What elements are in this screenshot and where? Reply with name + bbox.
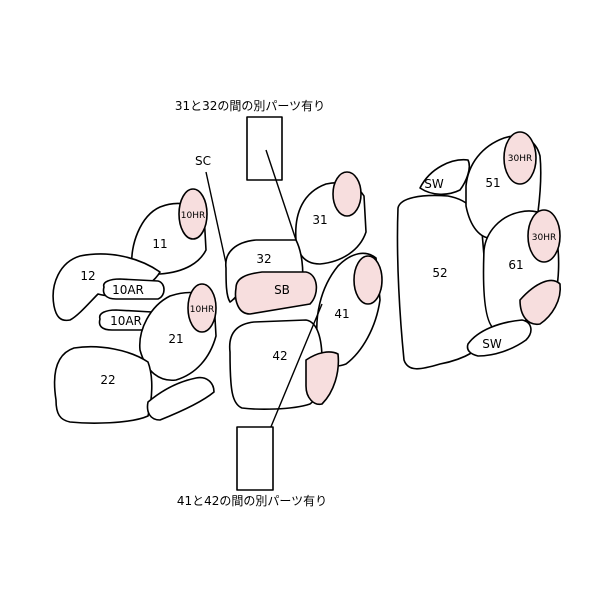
label-sc: SC [195, 154, 211, 168]
label-sw-top: SW [424, 177, 444, 191]
label-51: 51 [485, 176, 500, 190]
separate-part-box-bottom [236, 426, 274, 491]
label-21: 21 [168, 332, 183, 346]
label-10ar-top: 10AR [112, 283, 144, 297]
leader-line-top [265, 149, 301, 253]
part-61-side [519, 279, 562, 325]
part-10hr-top [178, 188, 208, 240]
part-52 [396, 194, 493, 370]
label-22: 22 [100, 373, 115, 387]
separate-part-box-top [246, 116, 283, 181]
label-10hr-top: 10HR [181, 211, 205, 221]
part-30hr-top [503, 131, 537, 185]
part-10ar-top [102, 278, 165, 300]
part-20hr-bottom [353, 255, 383, 305]
label-61: 61 [508, 258, 523, 272]
part-sb [234, 271, 318, 315]
part-30hr-bottom [527, 209, 561, 263]
label-31: 31 [312, 213, 327, 227]
label-30hr-bottom: 30HR [532, 233, 556, 243]
part-22-side [146, 376, 215, 421]
label-10hr-bottom: 10HR [190, 305, 214, 315]
part-42-side [305, 351, 340, 406]
label-11: 11 [152, 237, 167, 251]
note-top: 31と32の間の別パーツ有り [175, 99, 325, 113]
label-32: 32 [256, 252, 271, 266]
part-sw-bottom [466, 319, 532, 357]
label-30hr-top: 30HR [508, 154, 532, 164]
part-20hr-top [332, 171, 362, 217]
label-42: 42 [272, 349, 287, 363]
label-10ar-bottom: 10AR [110, 314, 142, 328]
note-bottom: 41と42の間の別パーツ有り [177, 494, 327, 508]
label-sb: SB [274, 283, 290, 297]
label-41: 41 [334, 307, 349, 321]
part-22 [53, 345, 153, 424]
label-52: 52 [432, 266, 447, 280]
label-sw-bottom: SW [482, 337, 502, 351]
label-12: 12 [80, 269, 95, 283]
part-10hr-bottom [187, 283, 217, 333]
